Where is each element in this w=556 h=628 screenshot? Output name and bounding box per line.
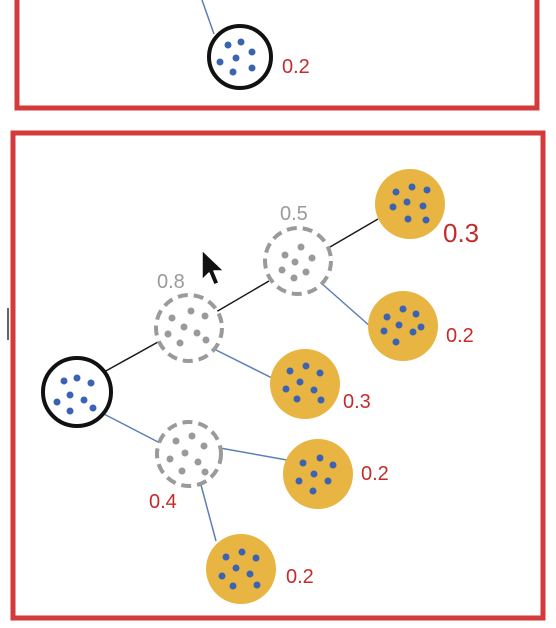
leaf-node-5-label: 0.2 [286,566,314,588]
top-panel: 0.2 [14,0,540,111]
top-node-dots [216,38,256,76]
leaf-node-2-label: 0.2 [446,325,474,347]
leaf-node-3-dots [282,362,325,404]
lower-branch-node [155,420,223,488]
top-panel-frame [14,0,540,111]
leaf-node-4-label: 0.2 [361,463,389,485]
top-node [207,24,273,90]
leaf-node-4 [283,439,353,509]
arrow-cursor-icon [201,249,225,286]
leaf-node-4-dots [295,454,337,495]
upper-branch-label: 0.8 [157,271,185,293]
upper-inner-dots [278,243,316,282]
upper-inner-label: 0.5 [280,203,308,225]
root-node-dots [53,374,97,415]
root-node [41,356,113,428]
upper-branch-node [154,293,224,363]
lower-branch-dots [166,432,209,476]
leaf-node-3 [270,349,340,419]
edge-root-to-lower [99,411,161,444]
leaf-node-5 [206,534,276,604]
bottom-panel: 0.8 0.5 [7,130,546,621]
leaf-node-1-dots [389,183,431,224]
edge-root-to-upper [103,341,159,373]
edge-lower-to-leaf5 [200,484,217,542]
top-node-label: 0.2 [282,56,310,78]
leaf-node-1-label: 0.3 [443,218,479,248]
edge-upper-to-leaf3 [211,347,275,380]
leaf-node-5-dots [218,548,261,590]
upper-inner-node [263,226,333,296]
edge-upper-to-inner [215,280,270,313]
leaf-node-2-dots [380,305,425,346]
leaf-node-2 [368,291,438,361]
tree-edges [99,218,379,542]
edge-inner-to-leaf2 [319,281,372,328]
leaf-node-1 [375,169,445,239]
lower-branch-label: 0.4 [149,491,177,513]
top-edge [201,0,215,35]
edge-inner-to-top-leaf [329,218,379,248]
edge-lower-to-leaf4 [219,447,288,461]
upper-branch-dots [164,307,210,347]
bottom-panel-frame [10,130,546,621]
leaf-node-3-label: 0.3 [343,391,371,413]
